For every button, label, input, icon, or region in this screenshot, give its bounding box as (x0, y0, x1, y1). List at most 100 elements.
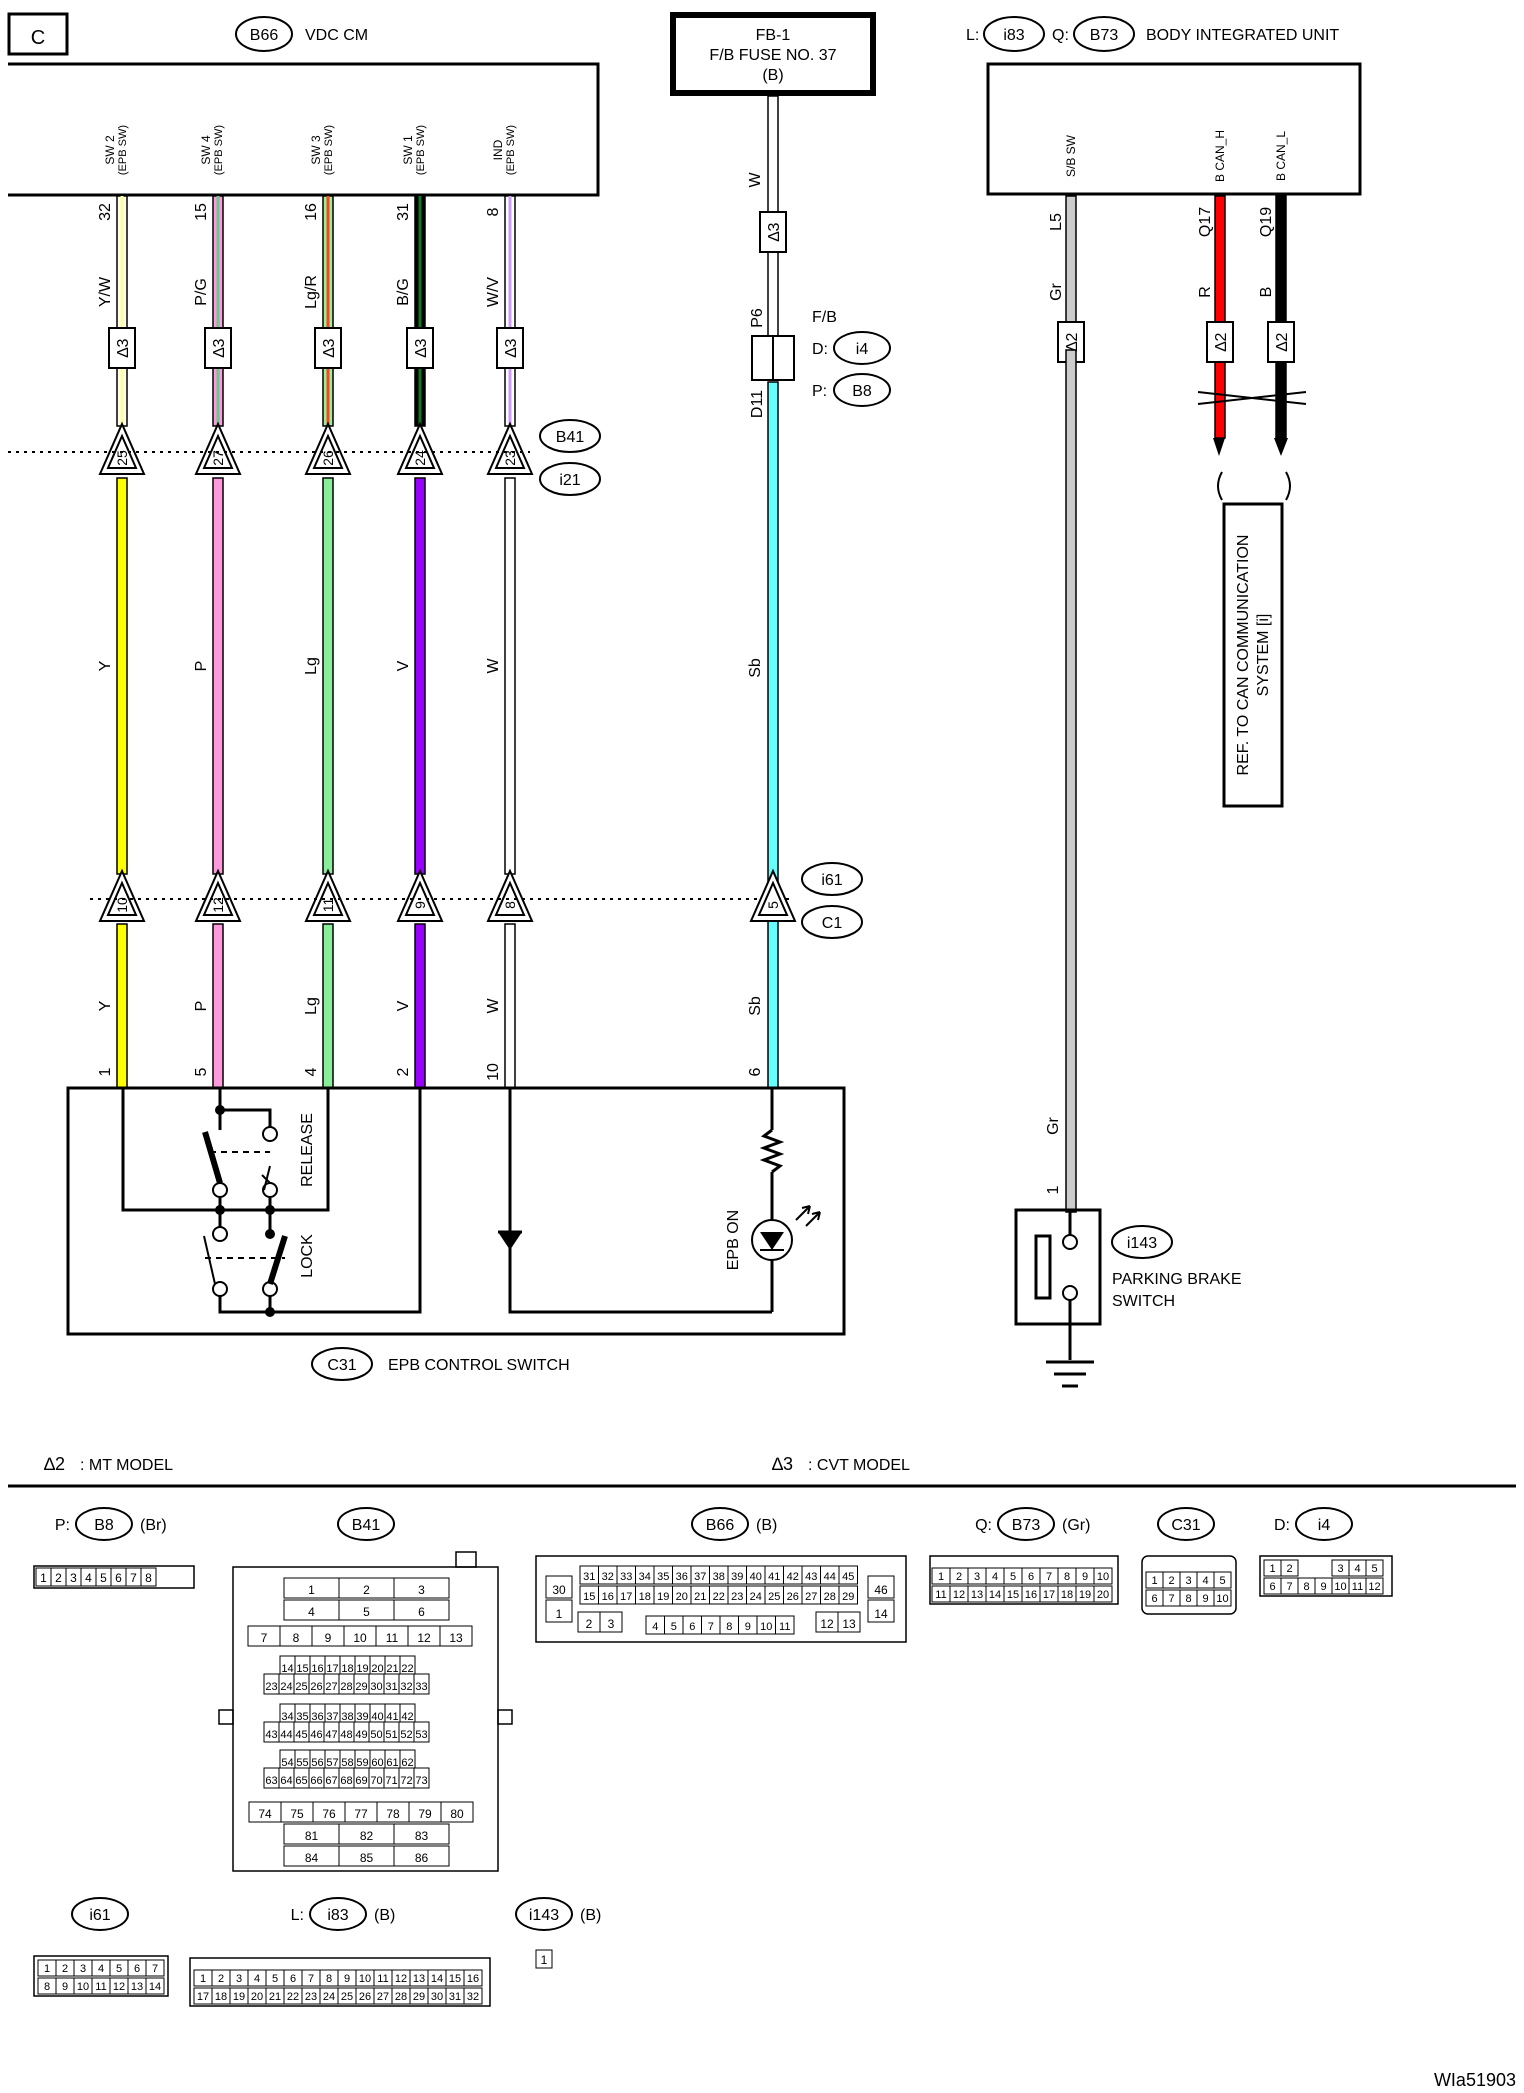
pin-cell: 12 (417, 1631, 431, 1645)
pin-cell: 72 (400, 1775, 412, 1787)
biu-pin-color: Gr (1048, 282, 1065, 300)
pin-cell: 9 (745, 1621, 751, 1633)
pin-cell: 3 (418, 1583, 425, 1597)
joint-i61: i61 (821, 872, 842, 889)
vdc-color-bot: W (485, 998, 502, 1014)
release-loop (121, 1088, 330, 1212)
pin-cell: 6 (134, 1963, 140, 1975)
pin-cell: 17 (620, 1591, 632, 1603)
conn-suffix: (B) (374, 1907, 395, 1924)
pin-cell: 11 (1352, 1581, 1363, 1593)
sb-switch-pin: 6 (747, 1067, 764, 1076)
pin-cell: 22 (401, 1663, 413, 1675)
vdc-cm-box (8, 62, 600, 197)
pin-cell: 5 (116, 1963, 122, 1975)
pin-cell: 83 (415, 1829, 429, 1843)
gr-wire-lower (1065, 349, 1077, 1213)
vdc-switch-pin: 4 (303, 1067, 320, 1076)
pin-cell: 86 (415, 1851, 429, 1865)
fuse-d11: D11 (749, 390, 766, 418)
vdc-color-bot: Lg (303, 997, 320, 1015)
conn-suffix: (B) (756, 1517, 777, 1534)
vdc-switch-pin: 10 (485, 1063, 502, 1081)
ref-line1: REF. TO CAN COMMUNICATION (1235, 535, 1252, 776)
pin-cell: 12 (953, 1589, 965, 1601)
pin-cell: 5 (1371, 1563, 1377, 1575)
can-arrows (1197, 391, 1307, 501)
parking-brake-switch: i143 PARKING BRAKE SWITCH (1014, 1208, 1242, 1388)
pin-cell: 12 (820, 1617, 834, 1631)
pin-cell: 56 (311, 1757, 323, 1769)
pin-cell: 5 (272, 1973, 278, 1985)
biu-pin-label: S/B SW (1064, 134, 1078, 177)
pin-cell: 16 (467, 1973, 479, 1985)
pin-cell: 4 (308, 1605, 315, 1619)
pin-cell: 5 (671, 1621, 677, 1633)
pin-cell: 31 (583, 1571, 595, 1583)
pin-cell: 15 (449, 1973, 461, 1985)
pin-cell: 33 (415, 1681, 427, 1693)
star3-tag: ∆3 (413, 339, 430, 358)
pin-cell: 32 (602, 1571, 614, 1583)
pin-cell: 11 (377, 1973, 388, 1985)
pin-cell: 1 (541, 1953, 548, 1967)
conn-name: i61 (89, 1907, 110, 1924)
vdc-conn-oval (235, 16, 293, 52)
pin-cell: 42 (787, 1571, 799, 1583)
pin-cell: 3 (1337, 1563, 1343, 1575)
can-ref-box: REF. TO CAN COMMUNICATION SYSTEM [i] (1222, 502, 1284, 808)
star2-tag: ∆2 (1274, 333, 1291, 352)
pin-cell: 10 (359, 1973, 371, 1985)
conn-name: B73 (1012, 1517, 1041, 1534)
vdc-conn-label: B66 (250, 27, 279, 44)
pin-cell: 11 (935, 1589, 946, 1601)
pin-cell: 1 (938, 1571, 944, 1583)
conn-name: i143 (529, 1907, 559, 1924)
pin-cell: 7 (1286, 1581, 1292, 1593)
biu-pin-number: L5 (1048, 213, 1065, 231)
pin-cell: 1 (556, 1607, 563, 1621)
pin-cell: 15 (583, 1591, 595, 1603)
pin-cell: 55 (296, 1757, 308, 1769)
pin-cell: 46 (874, 1583, 888, 1597)
pin-cell: 30 (370, 1681, 382, 1693)
pin-cell: 53 (415, 1729, 427, 1741)
pin-cell: 1 (200, 1973, 206, 1985)
pin-cell: 3 (70, 1571, 77, 1585)
pin-cell: 23 (305, 1991, 317, 2003)
pin-cell: 2 (62, 1963, 68, 1975)
pin-cell: 7 (130, 1571, 137, 1585)
joint-i61-8: 8 (486, 868, 534, 922)
pin-cell: 2 (956, 1571, 962, 1583)
pin-cell: 40 (371, 1711, 383, 1723)
conn-name: i4 (1318, 1517, 1331, 1534)
joint-b41-27: 27 (194, 421, 242, 475)
biu-box (986, 62, 1362, 196)
vdc-pin-label2: (EPB SW) (213, 125, 225, 175)
pin-cell: 81 (305, 1829, 319, 1843)
vdc-cm-header: B66 VDC CM (235, 16, 368, 52)
pin-cell: 30 (431, 1991, 443, 2003)
pin-cell: 48 (340, 1729, 352, 1741)
vdc-color-bot: Y (97, 1000, 114, 1011)
biu-pin-label: B CAN_L (1274, 131, 1288, 181)
pin-cell: 7 (308, 1973, 314, 1985)
pin-cell: 16 (1025, 1589, 1037, 1601)
vdc-pin-label1: SW 1 (401, 135, 415, 165)
pin-cell: 84 (305, 1851, 319, 1865)
pin-cell: 25 (341, 1991, 353, 2003)
pin-cell: 34 (639, 1571, 651, 1583)
vdc-switch-pin: 5 (193, 1067, 210, 1076)
pin-cell: 23 (265, 1681, 277, 1693)
biu-pin-number: Q19 (1258, 207, 1275, 237)
biu-q-label: Q: (1052, 27, 1069, 44)
pin-cell: 40 (750, 1571, 762, 1583)
conn-name: C31 (1171, 1517, 1200, 1534)
joint-b41: B41 (556, 429, 585, 446)
pin-cell: 7 (152, 1963, 158, 1975)
pin-cell: 29 (413, 1991, 425, 2003)
